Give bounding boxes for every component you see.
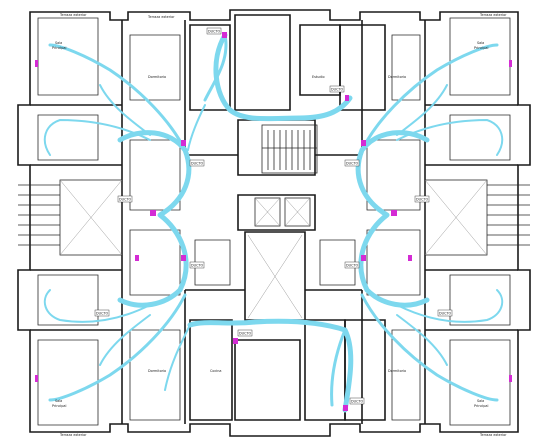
duct-tag: DUCTO: [416, 198, 429, 202]
duct-tags: DUCTO DUCTO DUCTO DUCTO DUCTO DUCTO DUCT…: [94, 27, 453, 405]
duct-tag: DUCTO: [331, 88, 344, 92]
room-label: Sala: [55, 399, 62, 403]
room-labels: Sala Principal Sala Principal Dormitorio…: [52, 41, 489, 408]
terrace-label: Terraza exterior: [147, 15, 175, 19]
stair-icon: [261, 124, 318, 174]
terrace-label: Terraza exterior: [479, 433, 507, 437]
duct-node-icon: [35, 32, 512, 411]
central-shaft: [247, 234, 303, 319]
room-label: Estudio: [312, 75, 325, 79]
room-label: Sala: [477, 399, 484, 403]
room-label: Sala: [477, 41, 484, 45]
elevator-icon: [254, 197, 311, 227]
terrace-label: Terraza exterior: [479, 13, 507, 17]
terrace-labels: Terraza exterior Terraza exterior Terraz…: [59, 13, 507, 437]
duct-tag: DUCTO: [439, 312, 452, 316]
room-label: Dormitorio: [148, 75, 166, 79]
balcony-left: [18, 179, 123, 256]
duct-tag: DUCTO: [208, 30, 221, 34]
duct-tag: DUCTO: [239, 332, 252, 336]
room-label: Dormitorio: [388, 369, 406, 373]
duct-tag: DUCTO: [346, 264, 359, 268]
room-sublabel: Principal: [474, 404, 489, 408]
room-sublabel: Principal: [52, 404, 67, 408]
duct-tag: DUCTO: [346, 162, 359, 166]
room-label: Cocina: [210, 369, 221, 373]
room-label: Sala: [55, 41, 62, 45]
building-walls: [17, 9, 531, 437]
duct-tag: DUCTO: [191, 264, 204, 268]
balcony-right: [424, 179, 530, 256]
partitions: [37, 17, 511, 426]
duct-tag: DUCTO: [191, 162, 204, 166]
terrace-label: Terraza exterior: [59, 13, 87, 17]
duct-tag: DUCTO: [96, 312, 109, 316]
room-label: Dormitorio: [388, 75, 406, 79]
duct-tag: DUCTO: [119, 198, 132, 202]
room-sublabel: Principal: [474, 46, 489, 50]
room-label: Dormitorio: [148, 369, 166, 373]
duct-tag: DUCTO: [351, 400, 364, 404]
terrace-label: Terraza exterior: [59, 433, 87, 437]
duct-network: [43, 32, 504, 413]
room-sublabel: Principal: [52, 46, 67, 50]
